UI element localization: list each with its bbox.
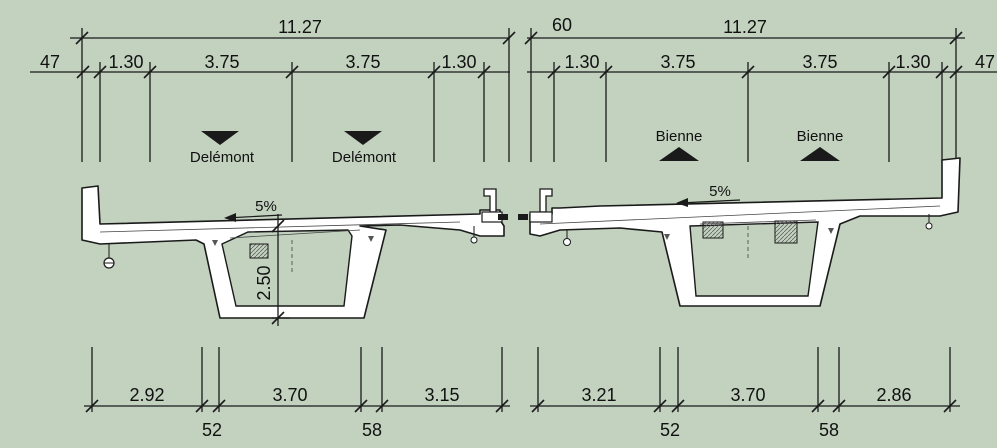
right-dim-1: 3.75 [660, 52, 695, 72]
lane-markers: Delémont Delémont Bienne Bienne [190, 128, 843, 166]
web-dim-0: 52 [202, 420, 222, 440]
left-dim-3: 3.75 [345, 52, 380, 72]
bottom-dimension-chains: 2.92 3.70 3.15 3.21 3.70 2.86 52 58 52 5… [84, 347, 960, 440]
lane-label-left-1: Delémont [332, 149, 397, 166]
lane-label-right-0: Bienne [656, 128, 703, 145]
joint-dim: 60 [552, 15, 572, 35]
down-triangle-icon [344, 131, 382, 145]
lane-label-right-1: Bienne [797, 128, 844, 145]
slope-arrow-left-icon [224, 213, 236, 222]
left-dim-4: 1.30 [441, 52, 476, 72]
right-box-girder: 5% [518, 157, 961, 307]
bottom-dim-1: 3.70 [272, 385, 307, 405]
overall-left-dim: 11.27 [278, 17, 322, 37]
bottom-dim-2: 3.15 [424, 385, 459, 405]
bottom-dim-4: 3.70 [730, 385, 765, 405]
down-triangle-icon [201, 131, 239, 145]
slope-arrow-right-icon [676, 198, 688, 207]
web-dim-1: 58 [362, 420, 382, 440]
right-dim-3: 1.30 [895, 52, 930, 72]
bottom-dim-3: 3.21 [581, 385, 616, 405]
web-dim-3: 58 [819, 420, 839, 440]
left-dim-1: 1.30 [108, 52, 143, 72]
up-triangle-icon [800, 147, 840, 161]
girder-depth: 2.50 [254, 265, 274, 300]
right-dim-0: 1.30 [564, 52, 599, 72]
left-dim-2: 3.75 [204, 52, 239, 72]
left-box-girder: 5% 2.50 [81, 185, 508, 326]
lane-label-left-0: Delémont [190, 149, 255, 166]
right-dim-2: 3.75 [802, 52, 837, 72]
web-dim-2: 52 [660, 420, 680, 440]
bottom-dim-5: 2.86 [876, 385, 911, 405]
slope-left: 5% [255, 198, 277, 215]
left-dim-0: 47 [40, 52, 60, 72]
overall-right-dim: 11.27 [723, 17, 767, 37]
slope-right: 5% [709, 183, 731, 200]
bottom-dim-0: 2.92 [129, 385, 164, 405]
right-dim-4: 47 [975, 52, 995, 72]
up-triangle-icon [659, 147, 699, 161]
top-dimension-chains: 11.27 60 11.27 47 1.30 3.75 3.75 1.30 1.… [30, 15, 997, 162]
